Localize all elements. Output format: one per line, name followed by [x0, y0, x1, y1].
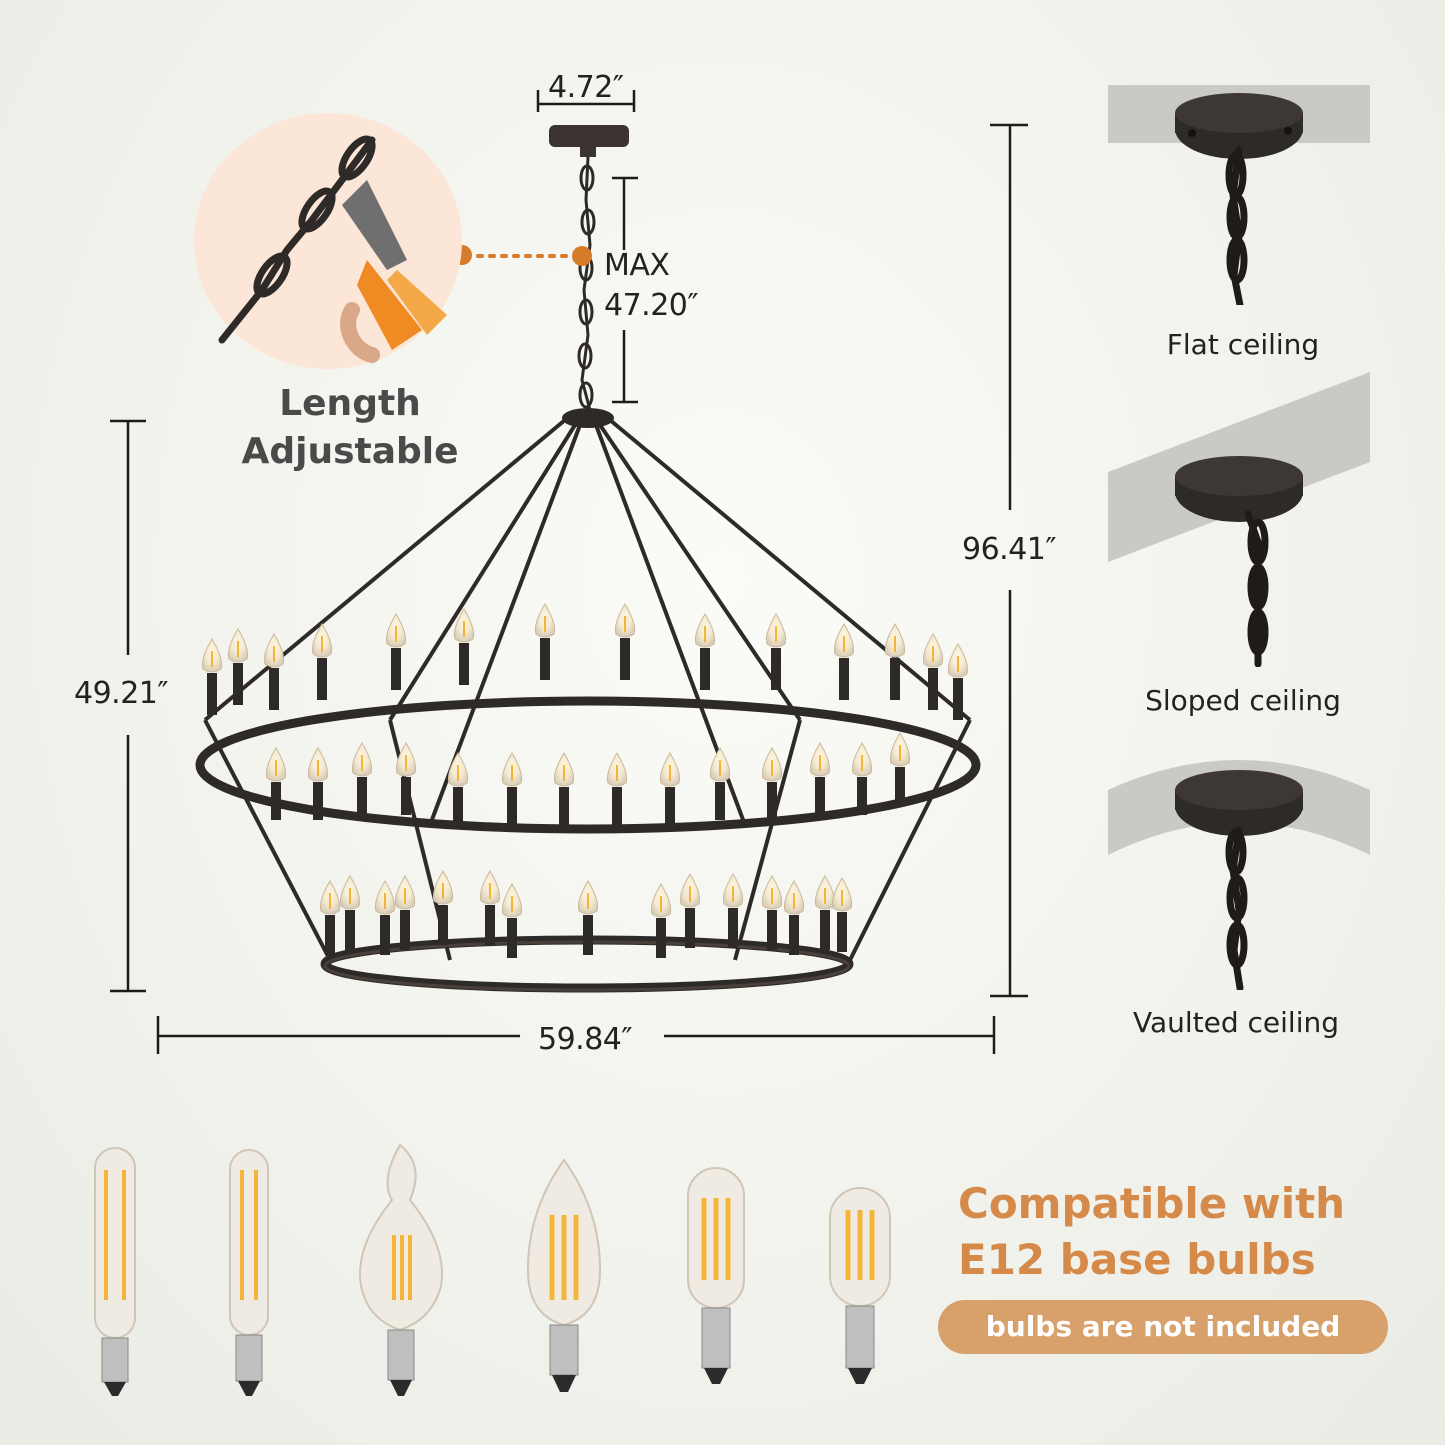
candle-socket — [319, 880, 341, 955]
candle-socket — [385, 613, 407, 690]
t6-bulb-icon — [687, 1167, 745, 1384]
candle-socket — [650, 883, 672, 958]
candle-socket — [577, 880, 599, 955]
candle-socket — [947, 643, 969, 720]
candle-socket — [432, 870, 454, 945]
candle-socket — [722, 873, 744, 948]
compatible-heading-line2: E12 base bulbs — [958, 1235, 1316, 1284]
candle-socket — [606, 752, 628, 825]
flat-ceiling-icon — [1108, 85, 1370, 305]
candle-socket — [374, 880, 396, 955]
candle-bulb-icon — [526, 1158, 602, 1392]
flat-ceiling-label: Flat ceiling — [1166, 328, 1320, 361]
candle-socket — [709, 747, 731, 820]
length-adjustable-line2: Adjustable — [241, 431, 459, 472]
candle-socket — [783, 880, 805, 955]
short-tube-bulb-icon — [829, 1187, 891, 1384]
candle-socket — [395, 742, 417, 815]
hanging-chain — [577, 156, 596, 411]
canopy-width-label: 4.72″ — [548, 70, 624, 105]
candle-socket — [553, 752, 575, 825]
candle-socket — [765, 613, 787, 690]
candle-socket — [311, 623, 333, 700]
candle-socket — [227, 628, 249, 705]
total-height-label: 96.41″ — [962, 532, 1057, 567]
candle-socket — [339, 875, 361, 950]
candle-socket — [351, 742, 373, 815]
candle-socket — [889, 732, 911, 805]
candle-socket — [614, 603, 636, 680]
compatible-bulbs-row — [94, 1143, 891, 1396]
candle-socket — [534, 603, 556, 680]
candle-socket — [453, 608, 475, 685]
candle-socket — [501, 752, 523, 825]
candle-socket — [659, 752, 681, 825]
candle-socket — [501, 883, 523, 958]
tubular-bulb-icon-1 — [94, 1147, 136, 1396]
candle-socket — [814, 875, 836, 950]
candle-socket — [809, 742, 831, 815]
candle-socket — [394, 875, 416, 950]
chain-max-value: 47.20″ — [604, 288, 699, 323]
candle-socket — [307, 747, 329, 820]
vaulted-ceiling-label: Vaulted ceiling — [1132, 1006, 1340, 1039]
compatible-heading-line1: Compatible with — [958, 1179, 1346, 1228]
fixture-height-label: 49.21″ — [74, 676, 169, 711]
fixture-width-label: 59.84″ — [538, 1022, 633, 1057]
candle-socket — [761, 747, 783, 820]
candle-socket — [265, 747, 287, 820]
vaulted-ceiling-icon — [1108, 760, 1370, 990]
candle-socket — [447, 752, 469, 825]
candle-socket — [833, 623, 855, 700]
candle-socket — [884, 623, 906, 700]
tubular-bulb-icon-2 — [229, 1149, 269, 1396]
chain-max-label: MAX — [604, 248, 670, 283]
candle-socket — [831, 877, 853, 952]
candle-socket — [479, 870, 501, 945]
candle-socket — [263, 633, 285, 710]
sloped-ceiling-icon — [1108, 372, 1370, 667]
candle-socket — [679, 873, 701, 948]
candle-socket — [201, 638, 223, 715]
candle-socket — [694, 613, 716, 690]
length-adjustable-line1: Length — [279, 383, 421, 424]
candle-socket — [851, 742, 873, 815]
sloped-ceiling-label: Sloped ceiling — [1145, 684, 1341, 717]
pliers-chain-icon — [194, 113, 462, 369]
bulbs-not-included-badge: bulbs are not included — [938, 1300, 1388, 1354]
candle-socket — [761, 875, 783, 950]
candle-socket — [922, 633, 944, 710]
flame-tip-bulb-icon — [359, 1143, 443, 1396]
